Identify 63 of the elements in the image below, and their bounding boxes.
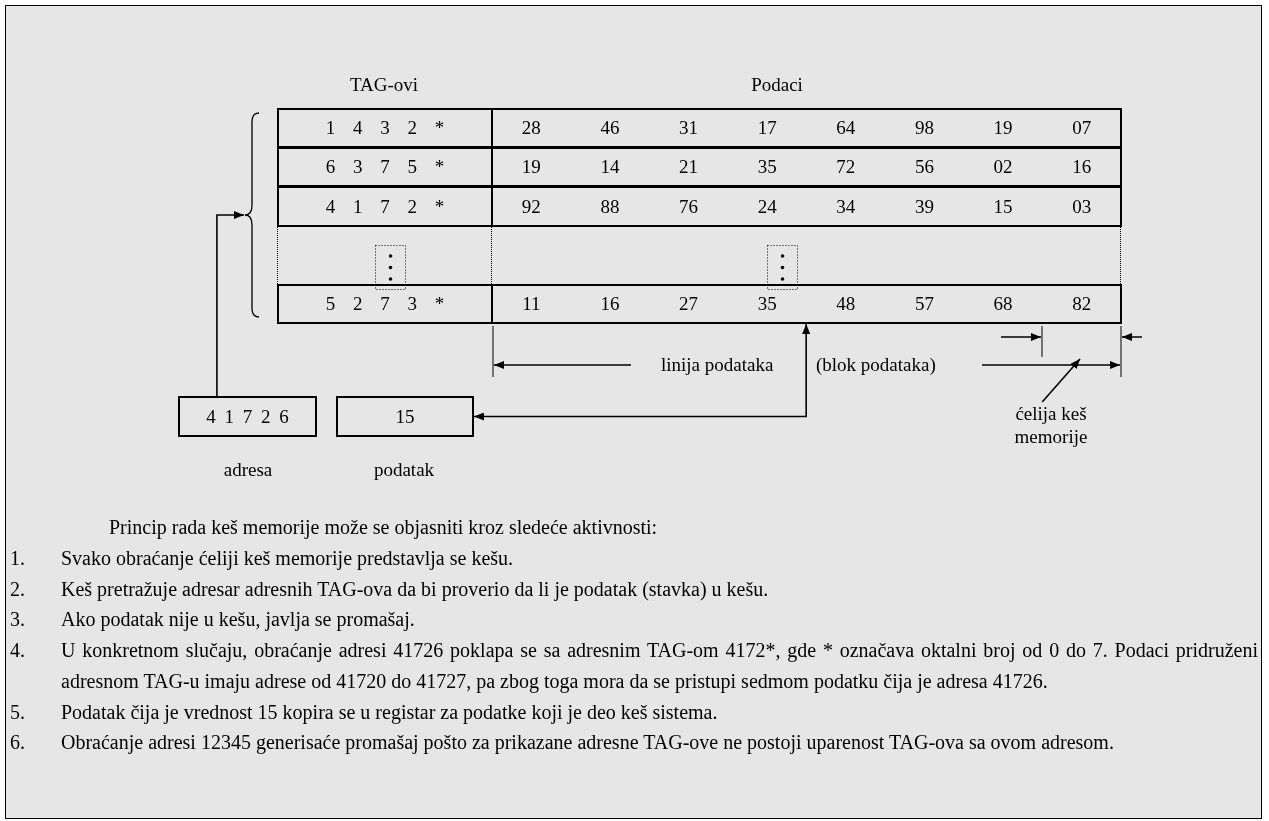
data-cell-text: 14 <box>599 155 621 179</box>
list-number: 5. <box>10 699 26 725</box>
list-item-text: Obraćanje adresi 12345 generisaće promašaj pošto za prikazane adresne TAG-ove ne postoji uparenost TAG-ova sa ovom adresom. <box>61 730 1115 756</box>
list-item-text: U konkretnom slučaju, obraćanje adresi 41726 poklapa se sa adresnim TAG-om 4172*, gde * označava oktalni broj od 0 do 7. Podaci pridruženi adresnom TAG-u imaju adrese od 41720 do 41727, pa zbog toga mora da se pristupi sedmom podatku čija je adresa 41726. <box>61 638 1258 695</box>
list-item-text: Svako obraćanje ćeliji keš memorije predstavlja se kešu. <box>61 546 515 572</box>
data-cell-text: 34 <box>835 194 857 219</box>
column-heading: Podaci <box>750 74 804 96</box>
tag-cell: 5 2 7 3 * <box>279 286 493 322</box>
data-cell-text: 72 <box>835 155 857 179</box>
leader-line <box>1041 358 1081 403</box>
data-cell-text: 57 <box>913 292 935 316</box>
box-caption: adresa <box>222 459 274 481</box>
dimension-label: linija podataka <box>661 354 774 376</box>
data-cell-text: 56 <box>913 155 935 179</box>
data-cell-text: 35 <box>756 155 778 179</box>
list-number: 6. <box>10 730 26 756</box>
data-cell-text: 28 <box>520 116 542 140</box>
data-cell-text: 46 <box>599 116 621 140</box>
data-cell-text: 02 <box>992 155 1014 179</box>
data-cell-text: 15 <box>992 194 1014 219</box>
data-cell-text: 39 <box>913 194 935 219</box>
box-caption: podatak <box>372 459 436 481</box>
data-cell-text: 88 <box>599 194 621 219</box>
data-cell-text: 92 <box>520 194 542 219</box>
data-cell-text: 82 <box>1071 292 1093 316</box>
tag-cell: 6 3 7 5 * <box>279 149 493 185</box>
data-cell-text: 19 <box>520 155 542 179</box>
list-number: 3. <box>10 607 26 633</box>
data-cell-text: 98 <box>913 116 935 140</box>
arrow <box>216 211 245 397</box>
data-cell-text: 68 <box>992 292 1014 316</box>
list-number: 2. <box>10 576 26 602</box>
register-box: 15 <box>336 396 474 437</box>
data-cell-text: 35 <box>756 292 778 316</box>
data-cell-text: 76 <box>678 194 700 219</box>
data-cell-text: 07 <box>1071 116 1093 140</box>
data-cell-text: 16 <box>1071 155 1093 179</box>
curly-brace <box>244 112 260 318</box>
tag-cell: 4 1 7 2 * <box>279 188 493 225</box>
data-cell-text: 48 <box>835 292 857 316</box>
column-heading: TAG-ovi <box>348 74 420 96</box>
tag-cell: 1 4 3 2 * <box>279 110 493 146</box>
list-item-text: Ako podatak nije u kešu, javlja se promašaj. <box>61 607 416 633</box>
data-cell-text: 11 <box>521 292 542 316</box>
list-number: 1. <box>10 546 26 571</box>
intro-sentence: Princip rada keš memorije može se objasniti kroz sledeće aktivnosti: <box>109 515 658 541</box>
cache-table <box>277 108 1121 324</box>
callout-text: ćelija keš memorije <box>996 402 1106 448</box>
list-item-text: Keš pretražuje adresar adresnih TAG-ova da bi proverio da li je podatak (stavka) u kešu. <box>61 576 770 603</box>
data-cell-text: 31 <box>678 116 700 140</box>
data-cell-text: 19 <box>992 116 1014 140</box>
register-box: 4 1 7 2 6 <box>178 396 317 437</box>
data-cell-text: 24 <box>756 194 778 219</box>
list-number: 4. <box>10 638 26 664</box>
data-cell-text: 03 <box>1071 194 1093 219</box>
data-cell-text: 64 <box>835 116 857 140</box>
data-cell-text: 27 <box>678 292 700 316</box>
dimension-label: (blok podataka) <box>816 354 936 376</box>
data-cell-text: 21 <box>678 155 700 179</box>
data-cell-text: 17 <box>756 116 778 140</box>
list-item-text: Podatak čija je vrednost 15 kopira se u registar za podatke koji je deo keš sistema. <box>61 699 719 726</box>
double-arrow <box>473 323 811 421</box>
data-cell-text: 16 <box>599 292 621 316</box>
